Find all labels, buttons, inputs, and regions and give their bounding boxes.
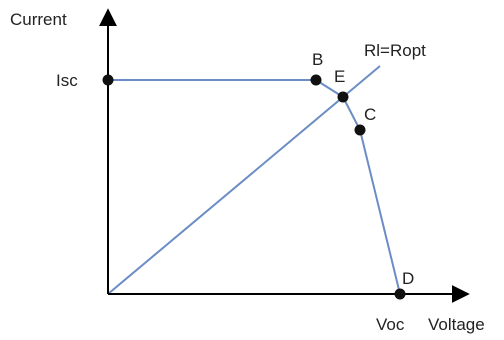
- point-b: [310, 74, 322, 86]
- load-line: [107, 65, 381, 295]
- point-c: [354, 124, 366, 136]
- curve-segment-c-d: [359, 129, 401, 295]
- voc-label: Voc: [376, 315, 405, 334]
- label-c: C: [364, 105, 376, 124]
- load-line-label: Rl=Ropt: [364, 41, 426, 60]
- point-e: [337, 91, 349, 103]
- label-d: D: [402, 269, 414, 288]
- point-isc: [102, 74, 114, 86]
- label-e: E: [334, 67, 345, 86]
- label-b: B: [312, 50, 323, 69]
- y-axis-label: Current: [10, 10, 67, 29]
- curve-segment-e-c: [342, 96, 361, 131]
- isc-label: Isc: [56, 71, 78, 90]
- point-d: [394, 288, 406, 300]
- x-axis-label: Voltage: [428, 315, 485, 334]
